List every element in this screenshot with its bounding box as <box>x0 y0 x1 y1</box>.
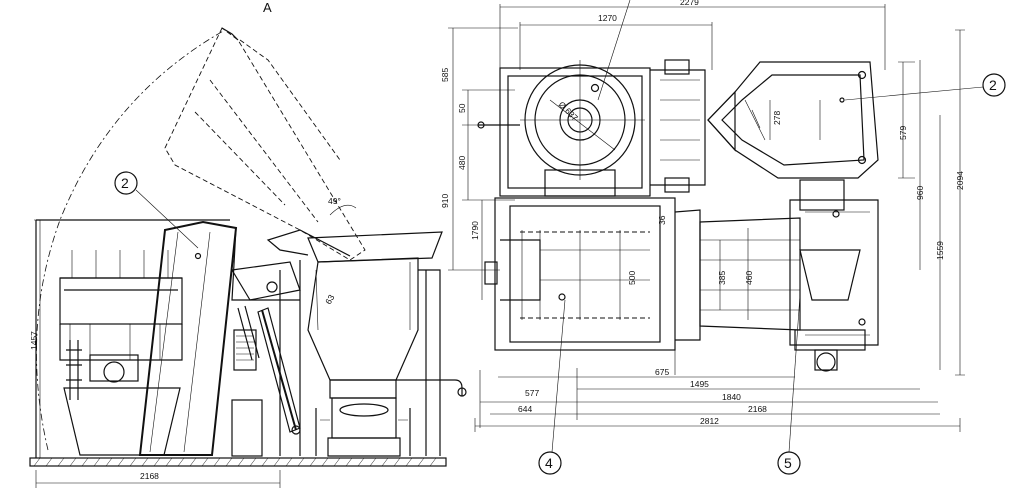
svg-text:2168: 2168 <box>748 404 767 414</box>
svg-text:4: 4 <box>545 455 553 471</box>
callout-2-left: 2 <box>114 171 199 249</box>
mixer-unit <box>266 229 467 457</box>
transfer-conveyor: 385 460 <box>699 217 801 331</box>
width-dimension: 2168 <box>35 470 281 488</box>
floor-hatch <box>33 457 437 467</box>
right-view: 2279 1270 585 50 480 910 1790 <box>440 0 1006 475</box>
top-dimensions: 2279 1270 <box>499 0 886 101</box>
svg-text:36: 36 <box>657 215 667 225</box>
svg-text:577: 577 <box>525 388 539 398</box>
svg-text:500: 500 <box>627 271 637 285</box>
small-dim-63: 63 <box>323 293 337 306</box>
left-vertical-dims: 585 50 480 910 1790 <box>440 27 518 300</box>
svg-text:1559: 1559 <box>935 241 945 260</box>
svg-text:1790: 1790 <box>470 221 480 240</box>
svg-text:644: 644 <box>518 404 532 414</box>
svg-text:2168: 2168 <box>140 471 159 481</box>
right-vertical-dims: 579 960 1559 2094 <box>898 29 965 376</box>
svg-text:1495: 1495 <box>690 379 709 389</box>
svg-text:278: 278 <box>772 111 782 125</box>
svg-text:2279: 2279 <box>680 0 699 7</box>
lower-unit <box>789 179 879 372</box>
svg-text:385: 385 <box>717 271 727 285</box>
top-funnel: 278 <box>707 61 879 179</box>
angle-dim: 49° <box>328 196 341 206</box>
left-view: A <box>29 0 467 488</box>
svg-text:480: 480 <box>457 156 467 170</box>
bottom-dimensions: 675 577 1495 1840 644 2168 2812 <box>474 350 961 432</box>
svg-text:460: 460 <box>744 271 754 285</box>
svg-text:585: 585 <box>440 68 450 82</box>
swing-trace <box>239 39 341 161</box>
view-label: A <box>263 0 272 15</box>
svg-text:960: 960 <box>915 186 925 200</box>
svg-text:910: 910 <box>440 194 450 208</box>
svg-text:1270: 1270 <box>598 13 617 23</box>
svg-text:2: 2 <box>989 77 997 93</box>
height-dimension: 1457 <box>29 219 46 459</box>
outlet-pipe <box>396 379 463 396</box>
svg-text:50: 50 <box>457 103 467 113</box>
svg-text:5: 5 <box>784 455 792 471</box>
swing-arc <box>36 29 226 451</box>
svg-text:579: 579 <box>898 126 908 140</box>
callout-4: 4 <box>538 299 566 475</box>
svg-text:2812: 2812 <box>700 416 719 426</box>
frame-left <box>35 219 230 458</box>
main-housing: 500 36 <box>484 197 701 351</box>
angle-arc <box>329 204 357 216</box>
screen-unit <box>59 250 183 456</box>
floor-base <box>29 457 447 467</box>
upper-frame: Ø 637 <box>477 59 706 197</box>
callout-2-right: 2 <box>844 73 1006 101</box>
tilt-mechanism <box>231 260 301 457</box>
callout-5: 5 <box>777 294 801 475</box>
svg-text:675: 675 <box>655 367 669 377</box>
collector-bin <box>63 387 181 456</box>
svg-text:1840: 1840 <box>722 392 741 402</box>
svg-text:2: 2 <box>121 175 129 191</box>
raised-chute-phantom <box>164 27 366 261</box>
svg-text:2094: 2094 <box>955 171 965 190</box>
svg-text:1457: 1457 <box>29 331 39 350</box>
inclined-conveyor <box>138 220 300 456</box>
